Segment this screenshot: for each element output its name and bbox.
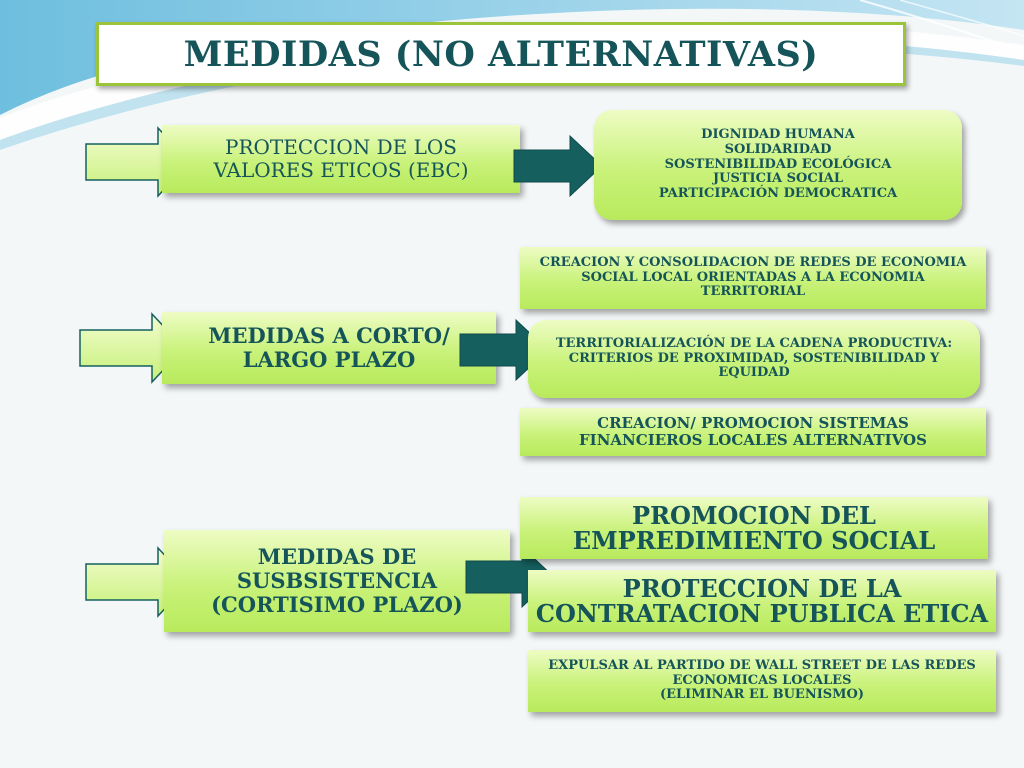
title-box: MEDIDAS (NO ALTERNATIVAS) [96,22,906,86]
target-box-territorial: TERRITORIALIZACIÓN DE LA CADENA PRODUCTI… [528,320,980,398]
target-line: CREACION Y CONSOLIDACION DE REDES DE ECO… [539,254,967,270]
target-line: FINANCIEROS LOCALES ALTERNATIVOS [579,431,927,449]
target-line: SOCIAL LOCAL ORIENTADAS A LA ECONOMIA [581,269,925,285]
category-box-short-long: MEDIDAS A CORTO/ LARGO PLAZO [162,312,496,384]
category-label-line: (CORTISIMO PLAZO) [211,592,463,618]
target-line: TERRITORIALIZACIÓN DE LA CADENA PRODUCTI… [555,335,953,351]
target-line: CONTRATACION PUBLICA ETICA [535,599,989,628]
target-line: (ELIMINAR EL BUENISMO) [659,687,865,703]
teal-arrow-1 [513,134,603,198]
value-item: PARTICIPACIÓN DEMOCRATICA [658,186,898,202]
target-line: PROTECCION DE LA [622,573,902,603]
value-item: JUSTICIA SOCIAL [712,171,844,187]
category-label-line: PROTECCION DE LOS [225,135,457,159]
target-box-financial: CREACION/ PROMOCION SISTEMAS FINANCIEROS… [520,408,986,456]
category-label-line: LARGO PLAZO [242,347,416,372]
target-box-values: DIGNIDAD HUMANA SOLIDARIDAD SOSTENIBILID… [594,110,962,220]
target-line: ECONOMICAS LOCALES [672,672,852,688]
target-line: EMPREDIMIENTO SOCIAL [572,526,936,555]
value-item: SOSTENIBILIDAD ECOLÓGICA [664,156,892,172]
target-box-networks: CREACION Y CONSOLIDACION DE REDES DE ECO… [520,247,986,309]
category-label-line: MEDIDAS A CORTO/ [208,322,450,348]
target-line: CRITERIOS DE PROXIMIDAD, SOSTENIBILIDAD … [568,350,940,366]
target-box-wall-street: EXPULSAR AL PARTIDO DE WALL STREET DE LA… [528,650,996,712]
page-title: MEDIDAS (NO ALTERNATIVAS) [183,33,819,75]
target-line: EQUIDAD [718,365,790,381]
target-line: CREACION/ PROMOCION SISTEMAS [597,413,909,432]
category-label-line: SUSBSISTENCIA [236,567,438,593]
category-label-line: MEDIDAS DE [257,543,417,569]
target-box-public-procurement: PROTECCION DE LA CONTRATACION PUBLICA ET… [528,570,996,632]
target-box-entrepreneurship: PROMOCION DEL EMPREDIMIENTO SOCIAL [520,497,988,559]
category-box-subsistence: MEDIDAS DE SUSBSISTENCIA (CORTISIMO PLAZ… [164,530,510,632]
value-item: SOLIDARIDAD [724,141,832,157]
value-item: DIGNIDAD HUMANA [701,126,855,142]
category-box-ethics: PROTECCION DE LOS VALORES ETICOS (EBC) [162,125,520,193]
category-label-line: VALORES ETICOS (EBC) [213,158,469,182]
target-line: TERRITORIAL [700,284,806,300]
target-line: PROMOCION DEL [632,500,876,530]
target-line: EXPULSAR AL PARTIDO DE WALL STREET DE LA… [548,657,976,673]
